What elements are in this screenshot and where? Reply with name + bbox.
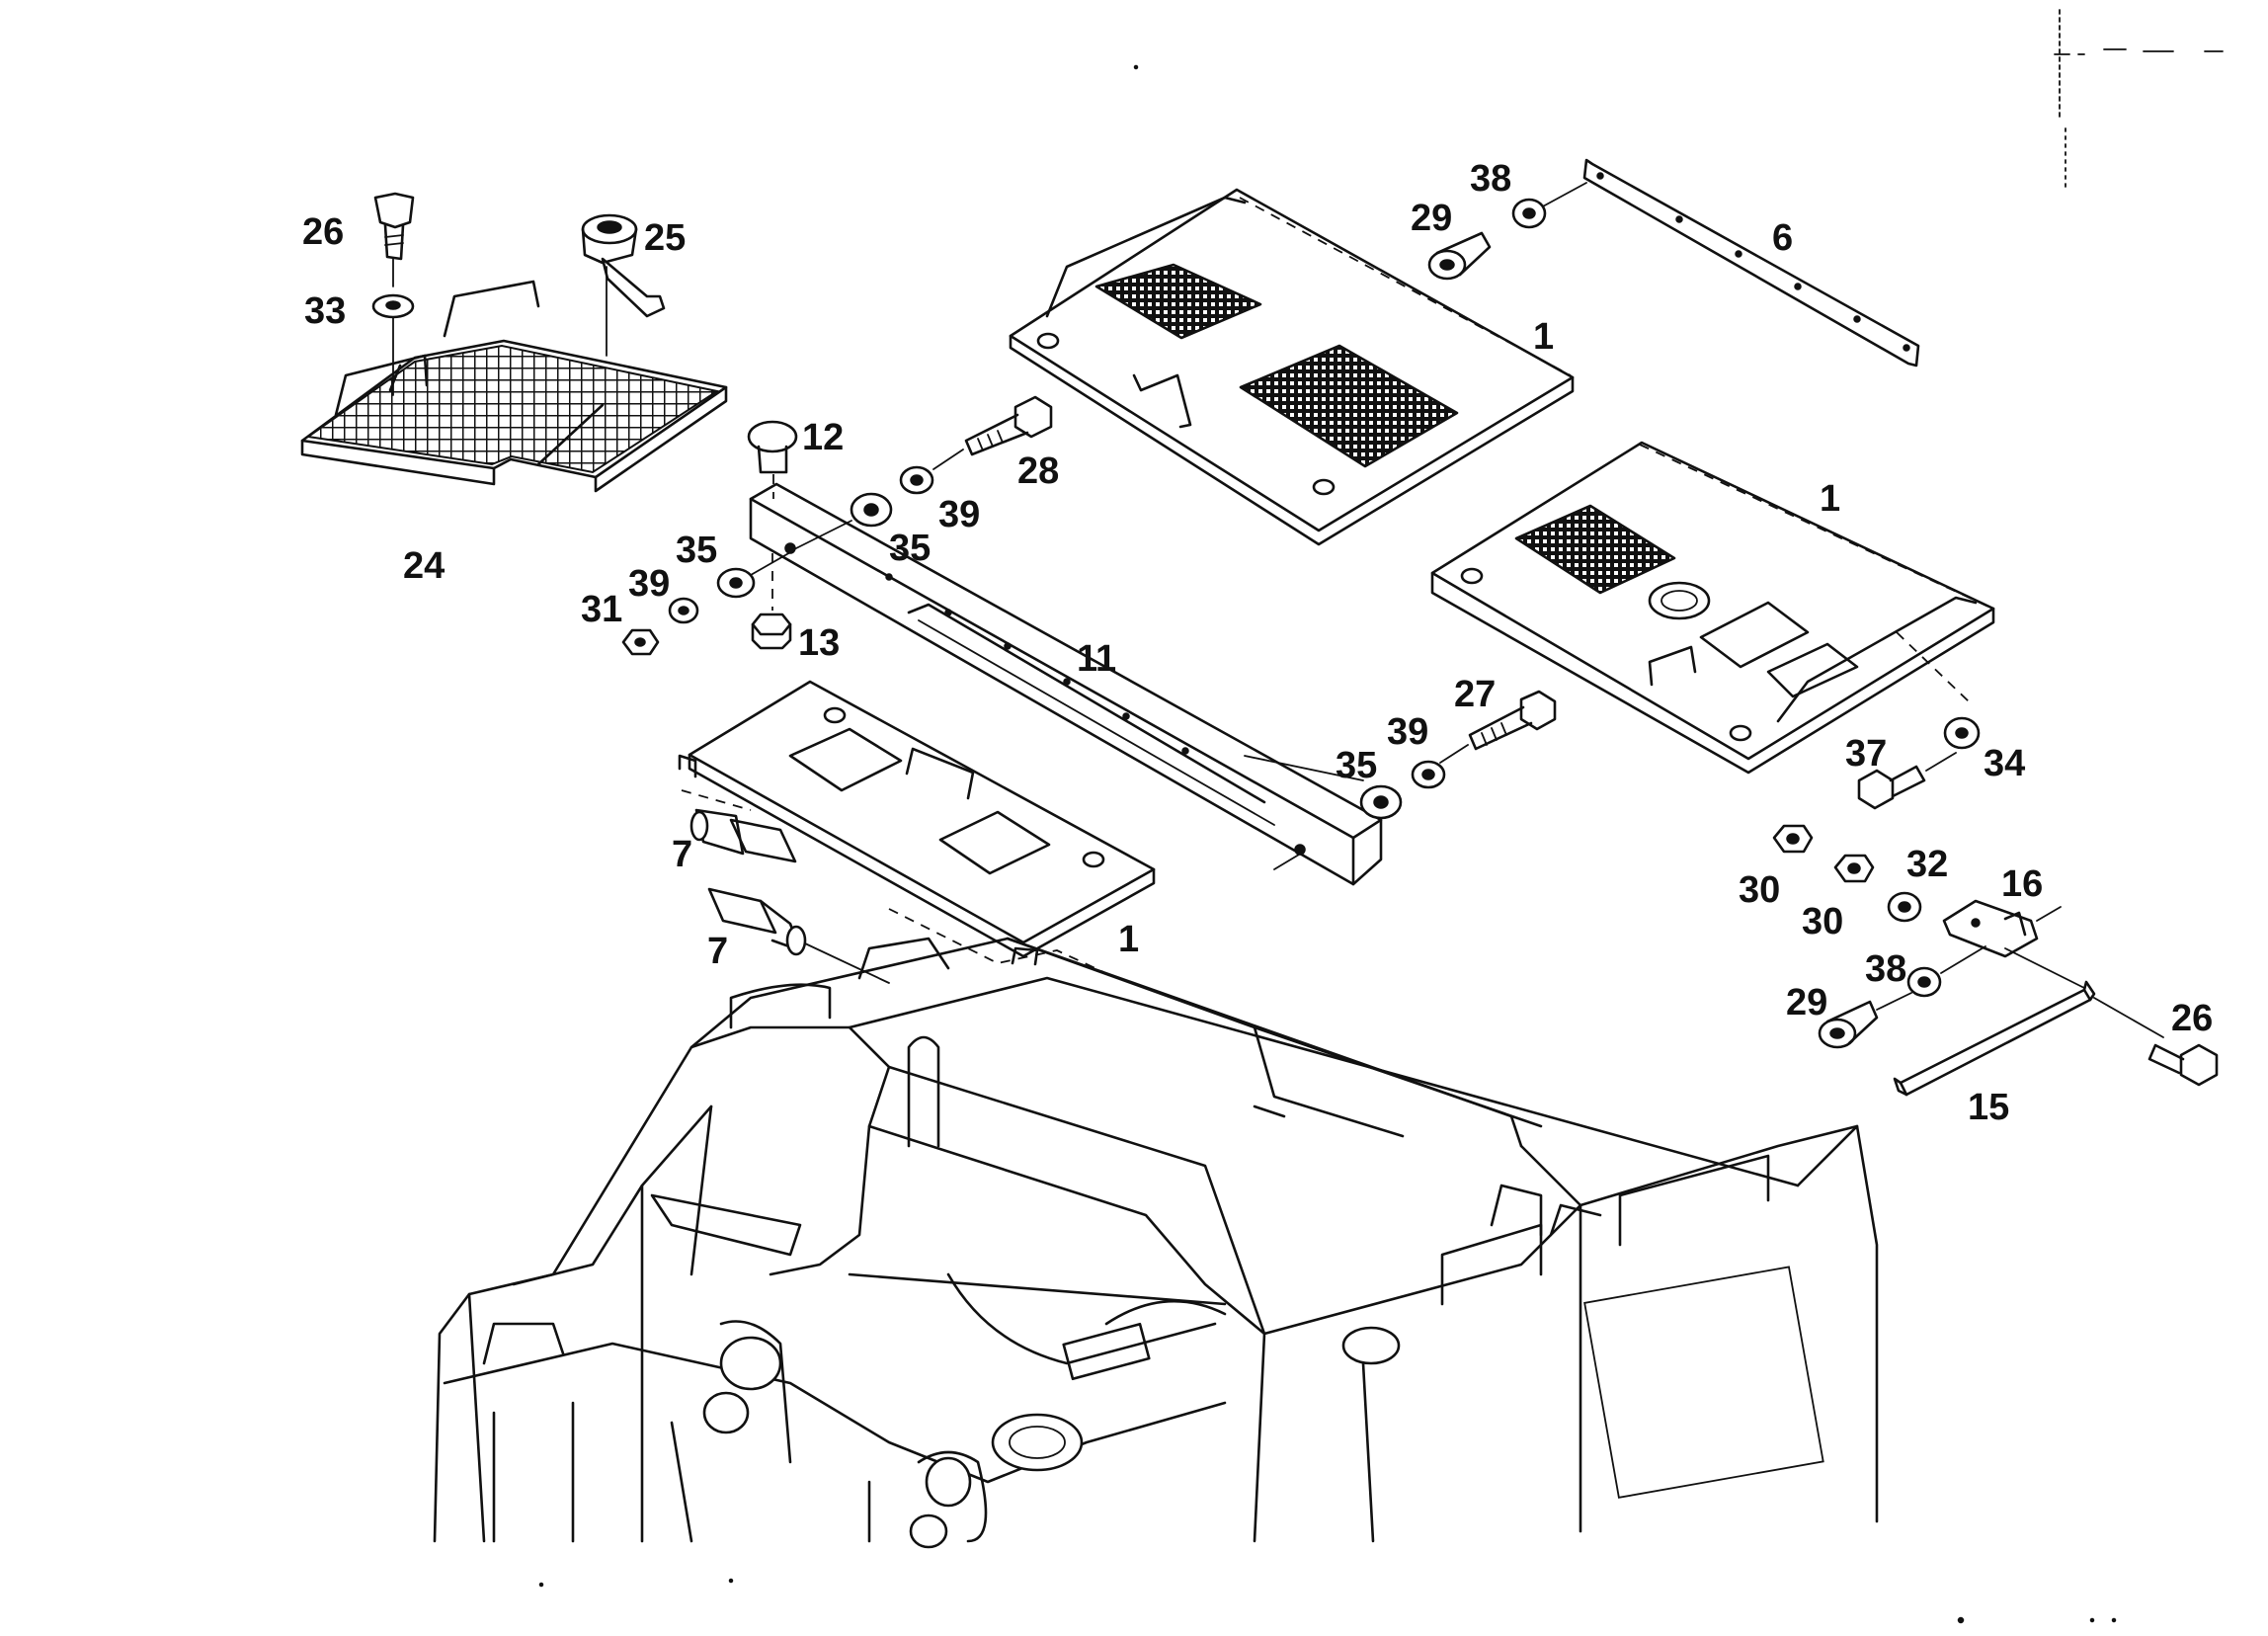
callout-1-right: 1 — [1820, 478, 1841, 520]
callout-37: 37 — [1845, 733, 1888, 775]
part-33-washer — [371, 293, 415, 396]
callout-13: 13 — [798, 622, 841, 664]
callout-11: 11 — [1077, 638, 1117, 680]
callout-30-lower: 30 — [1802, 901, 1844, 942]
callout-12: 12 — [802, 417, 845, 458]
callout-39-mid: 39 — [938, 494, 981, 535]
part-1-panel-right — [1430, 441, 1995, 775]
part-35-washer-mid — [789, 492, 893, 552]
callout-30-upper: 30 — [1739, 869, 1781, 911]
callout-38-lower: 38 — [1865, 948, 1907, 990]
callout-27: 27 — [1454, 674, 1497, 715]
margin-marks — [538, 9, 2224, 1624]
callout-35-right: 35 — [1336, 745, 1378, 786]
callout-32: 32 — [1906, 844, 1949, 885]
callout-26-right: 26 — [2171, 998, 2214, 1039]
part-39-washer-left — [668, 597, 699, 624]
callout-1-top: 1 — [1533, 316, 1555, 358]
part-16-bracket — [1942, 899, 2062, 958]
callout-25: 25 — [644, 217, 687, 259]
callout-35-left: 35 — [676, 530, 718, 571]
part-37-bolt — [1857, 752, 1957, 810]
callout-33: 33 — [304, 290, 347, 332]
part-30-nut-upper — [1772, 824, 1814, 854]
part-26-bolt-right — [2147, 1043, 2219, 1087]
part-28-bolt — [932, 395, 1053, 470]
part-6-hinge-strip — [1540, 158, 1920, 368]
part-29-screw-lower — [1818, 992, 1912, 1049]
part-35-washer-right — [1359, 784, 1403, 820]
part-12-cap — [747, 420, 798, 499]
callout-28: 28 — [1017, 450, 1060, 492]
part-27-bolt — [1439, 690, 1557, 764]
part-38-washer-top — [1511, 198, 1547, 229]
callout-26-top-left: 26 — [302, 211, 345, 253]
part-7-pin-lower — [707, 887, 890, 984]
part-30-nut-lower — [1833, 854, 1875, 883]
callout-6: 6 — [1772, 217, 1794, 259]
callout-29-top: 29 — [1411, 198, 1453, 239]
part-26-bolt-top-left — [373, 192, 415, 287]
part-7-pin-upper — [689, 808, 797, 863]
part-31-nut — [621, 628, 660, 656]
callout-31: 31 — [581, 589, 623, 630]
part-38-washer-lower — [1906, 945, 1986, 998]
callout-38-top: 38 — [1470, 158, 1512, 200]
callout-35-mid: 35 — [889, 528, 932, 569]
part-24-grating — [300, 280, 728, 493]
part-1-panel-top — [1009, 188, 1575, 546]
callout-16: 16 — [2001, 863, 2044, 905]
part-32-washer — [1887, 891, 1922, 923]
machine-body — [433, 937, 1879, 1549]
part-1-lower-plate — [678, 680, 1156, 966]
callout-7-lower: 7 — [707, 931, 729, 972]
callout-29-lower: 29 — [1786, 982, 1828, 1023]
part-35-washer-left — [716, 567, 756, 599]
part-15-rod — [1893, 947, 2164, 1097]
callout-39-right: 39 — [1387, 711, 1429, 753]
part-25-latch — [581, 213, 666, 357]
callout-15: 15 — [1968, 1087, 2010, 1128]
callout-24: 24 — [403, 545, 446, 587]
callout-1-lower: 1 — [1118, 919, 1140, 960]
part-39-washer-right — [1411, 760, 1446, 789]
part-13-nut — [751, 553, 792, 650]
part-34-washer — [1943, 716, 1981, 750]
part-39-washer-mid — [899, 465, 934, 495]
callout-34: 34 — [1984, 743, 2026, 784]
part-11-crossbar — [749, 482, 1383, 886]
part-29-screw-top — [1427, 231, 1492, 281]
callout-39-left: 39 — [628, 563, 671, 605]
callout-7-upper: 7 — [672, 834, 693, 875]
